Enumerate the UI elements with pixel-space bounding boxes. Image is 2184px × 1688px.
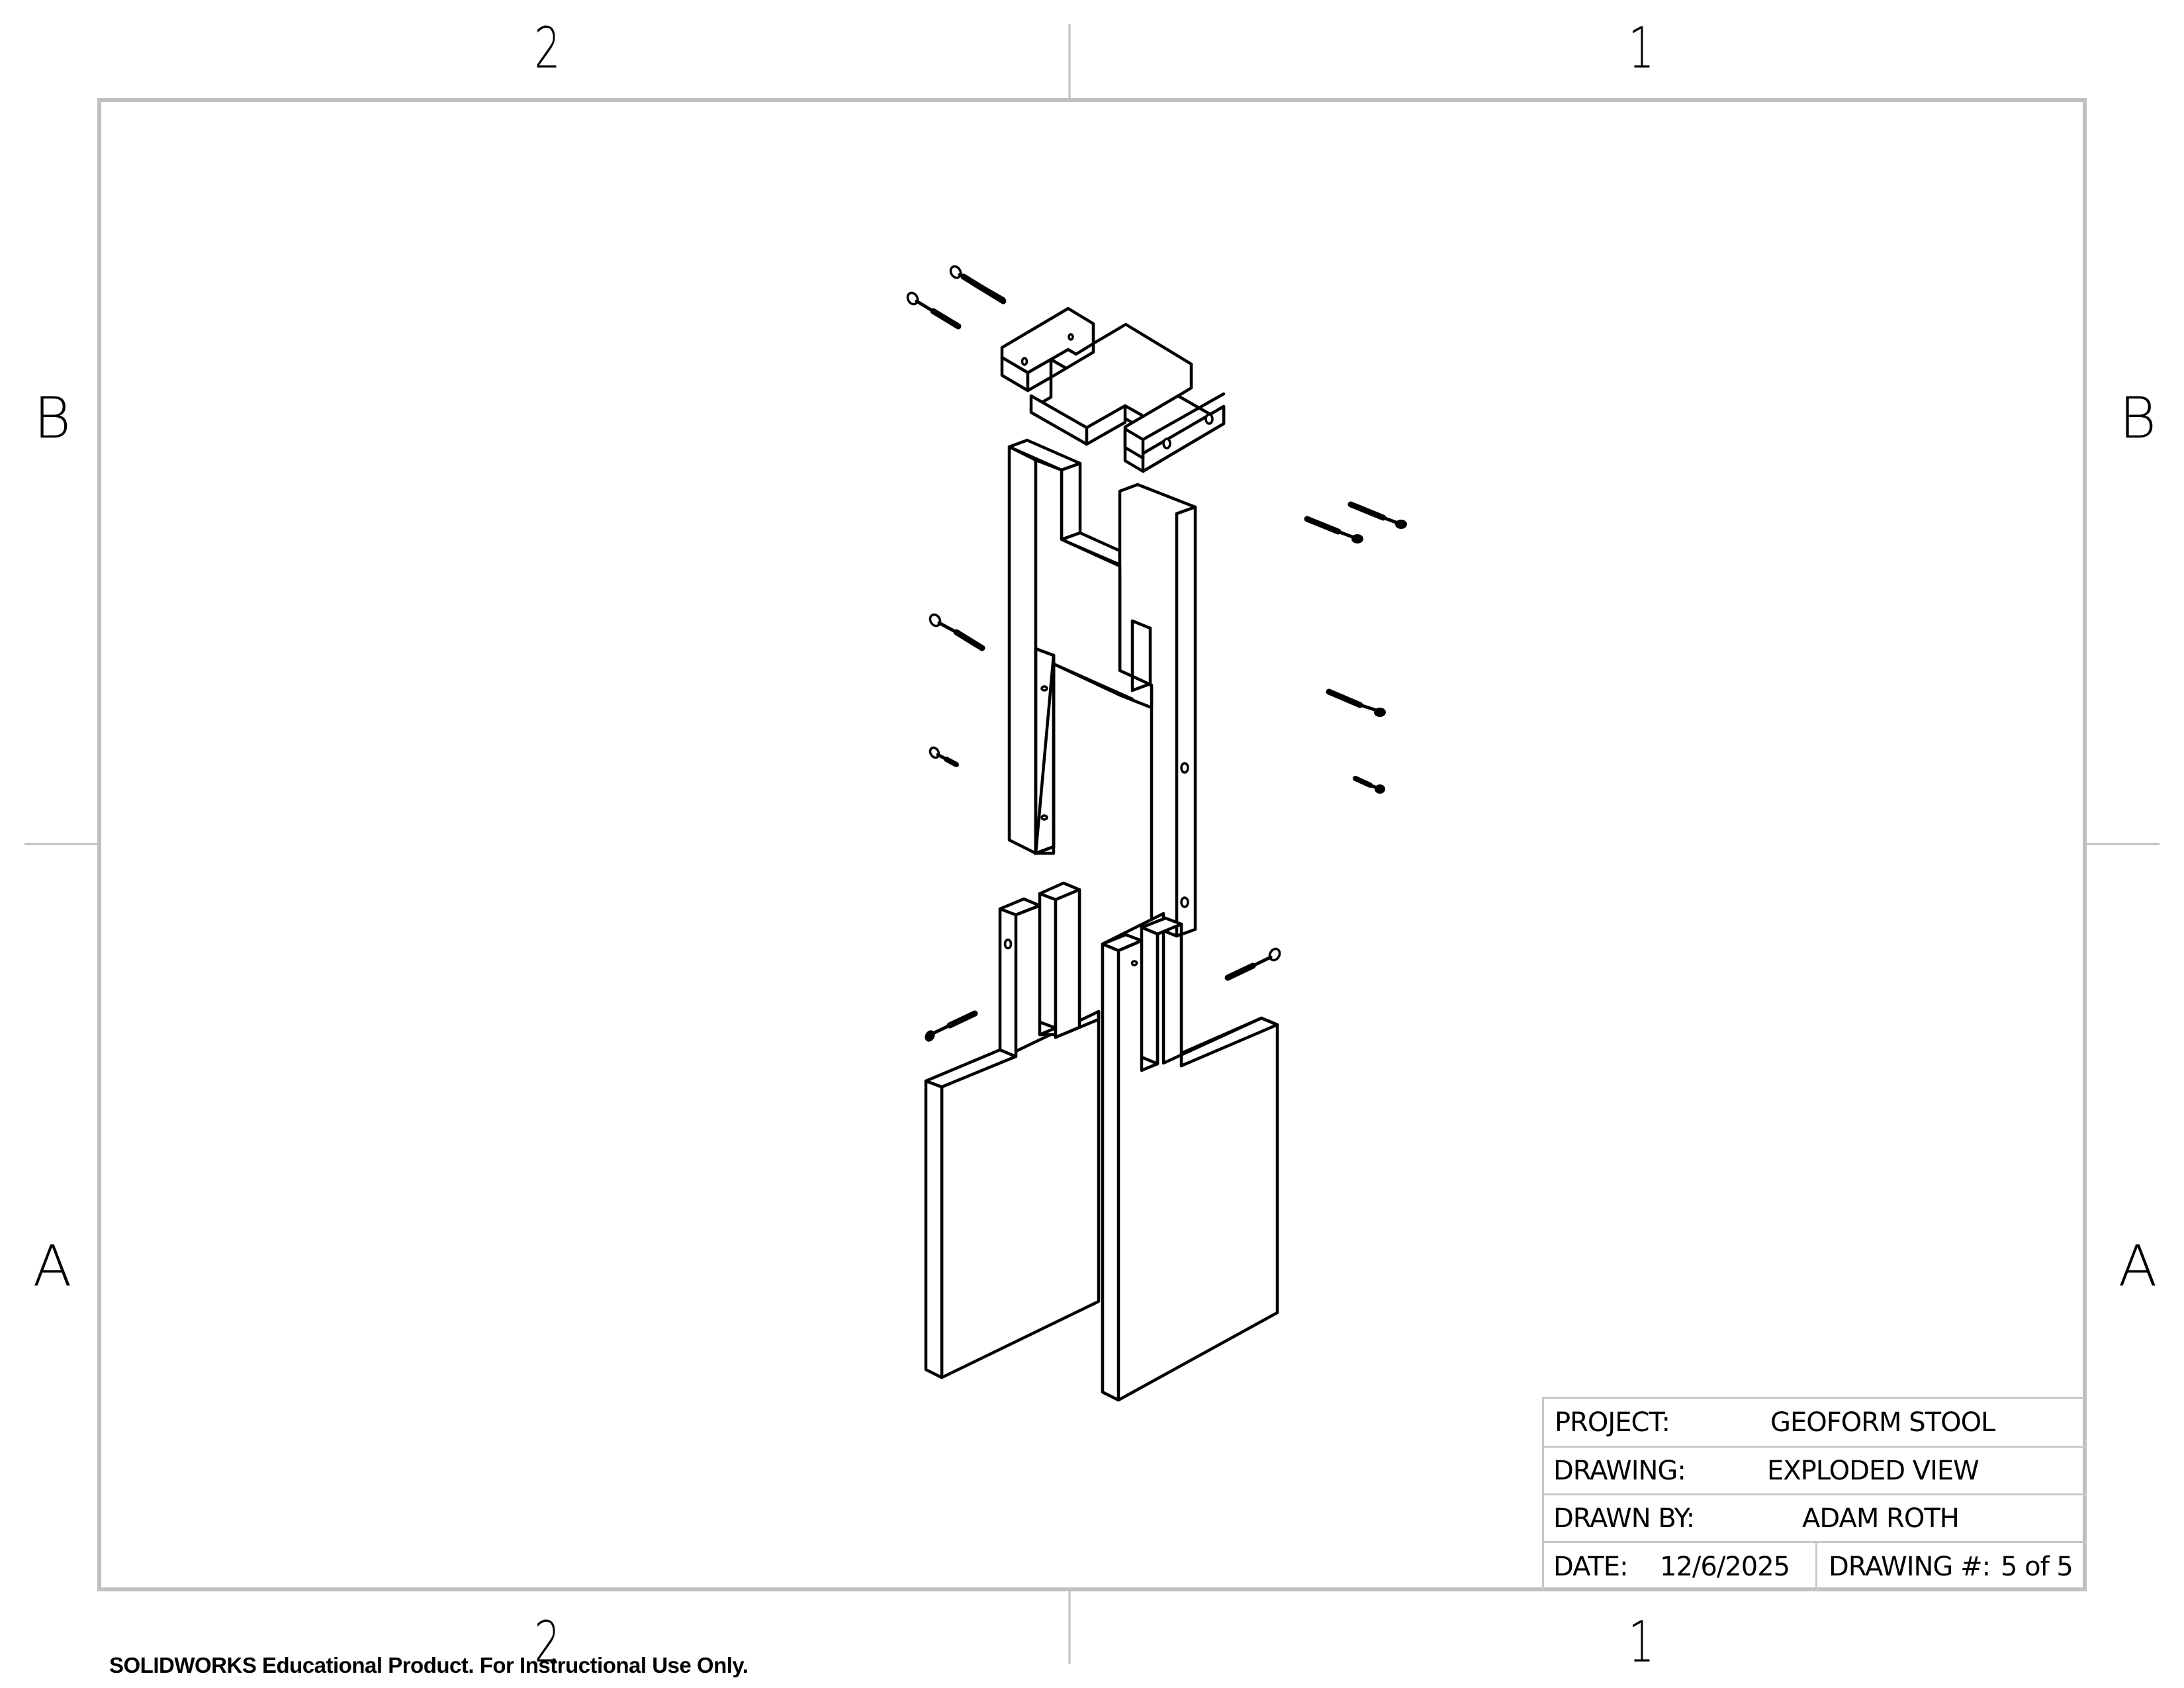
leg-left — [924, 881, 1101, 1380]
pin-icon — [906, 268, 1007, 330]
date-value: 12/6/2025 — [1660, 1552, 1790, 1582]
h-frame — [1007, 438, 1197, 938]
pin-icon — [1326, 688, 1386, 717]
seat-block — [1000, 306, 1226, 473]
pin-icon — [929, 746, 959, 767]
drawing-number-value: 5 of 5 — [2001, 1552, 2073, 1582]
pin-icon — [949, 265, 1006, 303]
zone-marker-right-b: B — [2118, 385, 2157, 451]
pin-icon — [1347, 501, 1407, 529]
title-row-date: DATE: 12/6/2025 DRAWING #: 5 of 5 — [1544, 1543, 2087, 1591]
pin-icon — [925, 1010, 978, 1042]
title-block: PROJECT: GEOFORM STOOL DRAWING: EXPLODED… — [1542, 1397, 2087, 1591]
zone-marker-bottom-1: 1 — [1628, 1609, 1655, 1675]
zone-marker-bottom-2: 2 — [534, 1609, 561, 1675]
title-row-drawn-by: DRAWN BY: ADAM ROTH — [1544, 1495, 2087, 1543]
drawn-by-value: ADAM ROTH — [1802, 1503, 1960, 1534]
pin-icon — [929, 613, 985, 651]
drawing-label: DRAWING: — [1553, 1455, 1686, 1486]
drawn-by-label: DRAWN BY: — [1553, 1503, 1695, 1534]
date-label: DATE: — [1553, 1552, 1629, 1582]
title-row-project: PROJECT: GEOFORM STOOL — [1544, 1399, 2087, 1448]
zone-marker-left-a: A — [32, 1233, 72, 1299]
pin-icon — [1353, 776, 1385, 794]
zone-marker-top-2: 2 — [534, 15, 561, 81]
educational-watermark: SOLIDWORKS Educational Product. For Inst… — [109, 1653, 749, 1677]
project-label: PROJECT: — [1555, 1407, 1670, 1438]
project-value: GEOFORM STOOL — [1770, 1407, 1995, 1438]
zone-marker-right-a: A — [2118, 1233, 2158, 1299]
title-divider — [1815, 1543, 1817, 1591]
pin-icon — [1304, 516, 1363, 543]
zone-marker-top-1: 1 — [1628, 15, 1655, 81]
fasteners — [906, 265, 1407, 1042]
leg-right — [1101, 912, 1279, 1402]
drawing-value: EXPLODED VIEW — [1767, 1455, 1979, 1486]
title-row-drawing: DRAWING: EXPLODED VIEW — [1544, 1448, 2087, 1495]
zone-marker-left-b: B — [33, 385, 71, 451]
drawing-number-label: DRAWING #: — [1829, 1552, 1991, 1582]
pin-icon — [1224, 947, 1281, 981]
